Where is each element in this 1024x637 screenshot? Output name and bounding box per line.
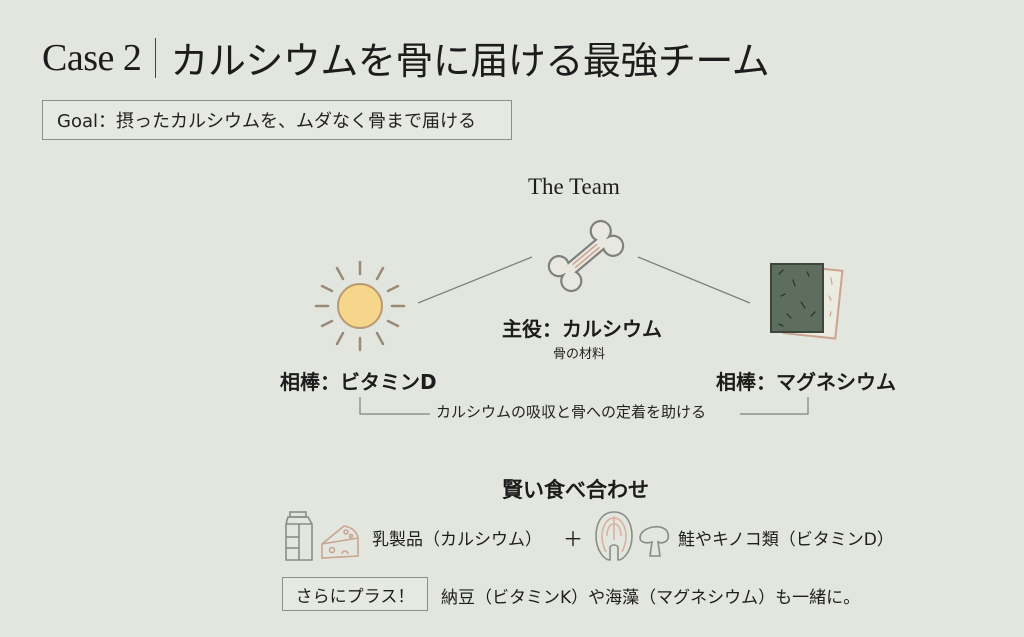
combination-title: 賢い食べ合わせ [502, 478, 649, 502]
extra-text: 納豆（ビタミンK）や海藻（マグネシウム）も一緒に。 [441, 588, 861, 608]
salmon-icon [595, 511, 633, 561]
partner-left-label: 相棒：ビタミンD [280, 370, 437, 394]
extra-badge: さらにプラス！ [282, 577, 428, 611]
combination-right-text: 鮭やキノコ類（ビタミンD） [678, 530, 894, 550]
title-text: カルシウムを骨に届ける最強チーム [170, 41, 770, 83]
cheese-icon [321, 525, 359, 559]
main-label: 主役：カルシウム [502, 317, 662, 341]
main-sublabel: 骨の材料 [553, 347, 606, 362]
support-text: カルシウムの吸収と骨への定着を助ける [436, 403, 707, 421]
sun-icon [314, 260, 406, 352]
bone-icon [547, 220, 625, 292]
goal-text: Goal：摂ったカルシウムを、ムダなく骨まで届ける [57, 111, 476, 132]
combination-operator: ＋ [563, 527, 583, 551]
case-label: Case 2 [42, 36, 142, 79]
page-title: Case 2 カルシウムを骨に届ける最強チーム [42, 30, 770, 85]
mushroom-icon [639, 526, 670, 557]
title-divider [155, 37, 157, 78]
combination-left-text: 乳製品（カルシウム） [372, 530, 542, 550]
extra-badge-text: さらにプラス！ [295, 586, 415, 607]
goal-box: Goal：摂ったカルシウムを、ムダなく骨まで届ける [42, 100, 512, 140]
milk-carton-icon [285, 511, 313, 561]
team-title: The Team [528, 174, 620, 199]
seaweed-icon [770, 263, 844, 340]
partner-right-label: 相棒：マグネシウム [716, 370, 896, 394]
